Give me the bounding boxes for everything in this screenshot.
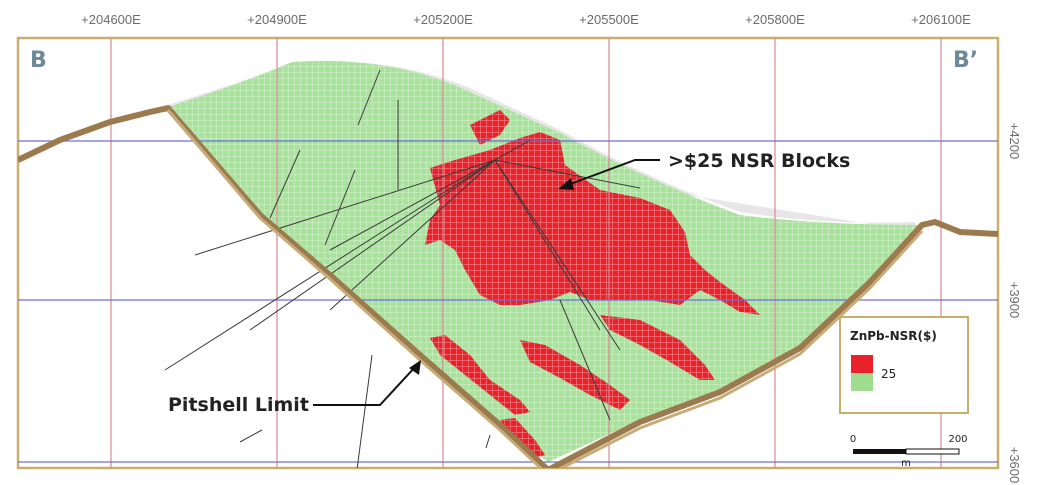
topography-line (18, 105, 998, 468)
blocks-callout-arrowhead (558, 178, 574, 190)
red-blocks-upper-spur (470, 110, 510, 145)
elevation-label: +3600 (1007, 447, 1022, 484)
pitshell-callout-label: Pitshell Limit (168, 394, 309, 416)
blocks-callout: >$25 NSR Blocks (558, 150, 850, 190)
legend: ZnPb-NSR($) 25 (839, 316, 969, 414)
easting-label: +204600E (81, 12, 141, 27)
section-label-end: B’ (953, 48, 978, 73)
section-label-start: B (30, 48, 47, 73)
scale-start: 0 (850, 434, 856, 445)
red-blocks-streak-1 (430, 335, 530, 415)
red-blocks-streak-4 (500, 418, 545, 458)
blocks-callout-arrow (564, 159, 660, 187)
easting-label: +205200E (413, 12, 473, 27)
elevation-label: +3900 (1007, 282, 1022, 319)
red-blocks-main (425, 132, 760, 315)
easting-labels: +204600E +204900E +205200E +205500E +205… (81, 12, 971, 27)
elevation-label: +4200 (1007, 123, 1022, 160)
easting-label: +206100E (911, 12, 971, 27)
easting-label: +204900E (247, 12, 307, 27)
legend-title: ZnPb-NSR($) (850, 329, 937, 343)
easting-label: +205500E (579, 12, 639, 27)
red-blocks-streak-2 (520, 340, 630, 410)
red-blocks-streak-3 (600, 315, 715, 380)
scale-end: 200 (948, 434, 967, 445)
elevation-labels: +4200 +3900 +3600 (1007, 123, 1022, 484)
scale-unit: m (901, 458, 911, 469)
pit-wall-shadow (166, 109, 924, 468)
pitshell-callout: Pitshell Limit (168, 360, 421, 416)
pitshell-callout-arrowhead (409, 360, 421, 375)
blocks-callout-label: >$25 NSR Blocks (668, 150, 850, 172)
easting-label: +205800E (745, 12, 805, 27)
elevation-grid (18, 140, 998, 463)
pitshell-callout-arrow (313, 365, 417, 406)
scale-bar-black (853, 449, 906, 454)
drill-holes (164, 69, 641, 468)
legend-swatch-low (851, 373, 873, 391)
legend-swatch-high (851, 355, 873, 373)
scale-bar: 0 200 m (850, 434, 968, 469)
legend-value: 25 (881, 367, 896, 381)
scale-bar-white (905, 448, 960, 455)
